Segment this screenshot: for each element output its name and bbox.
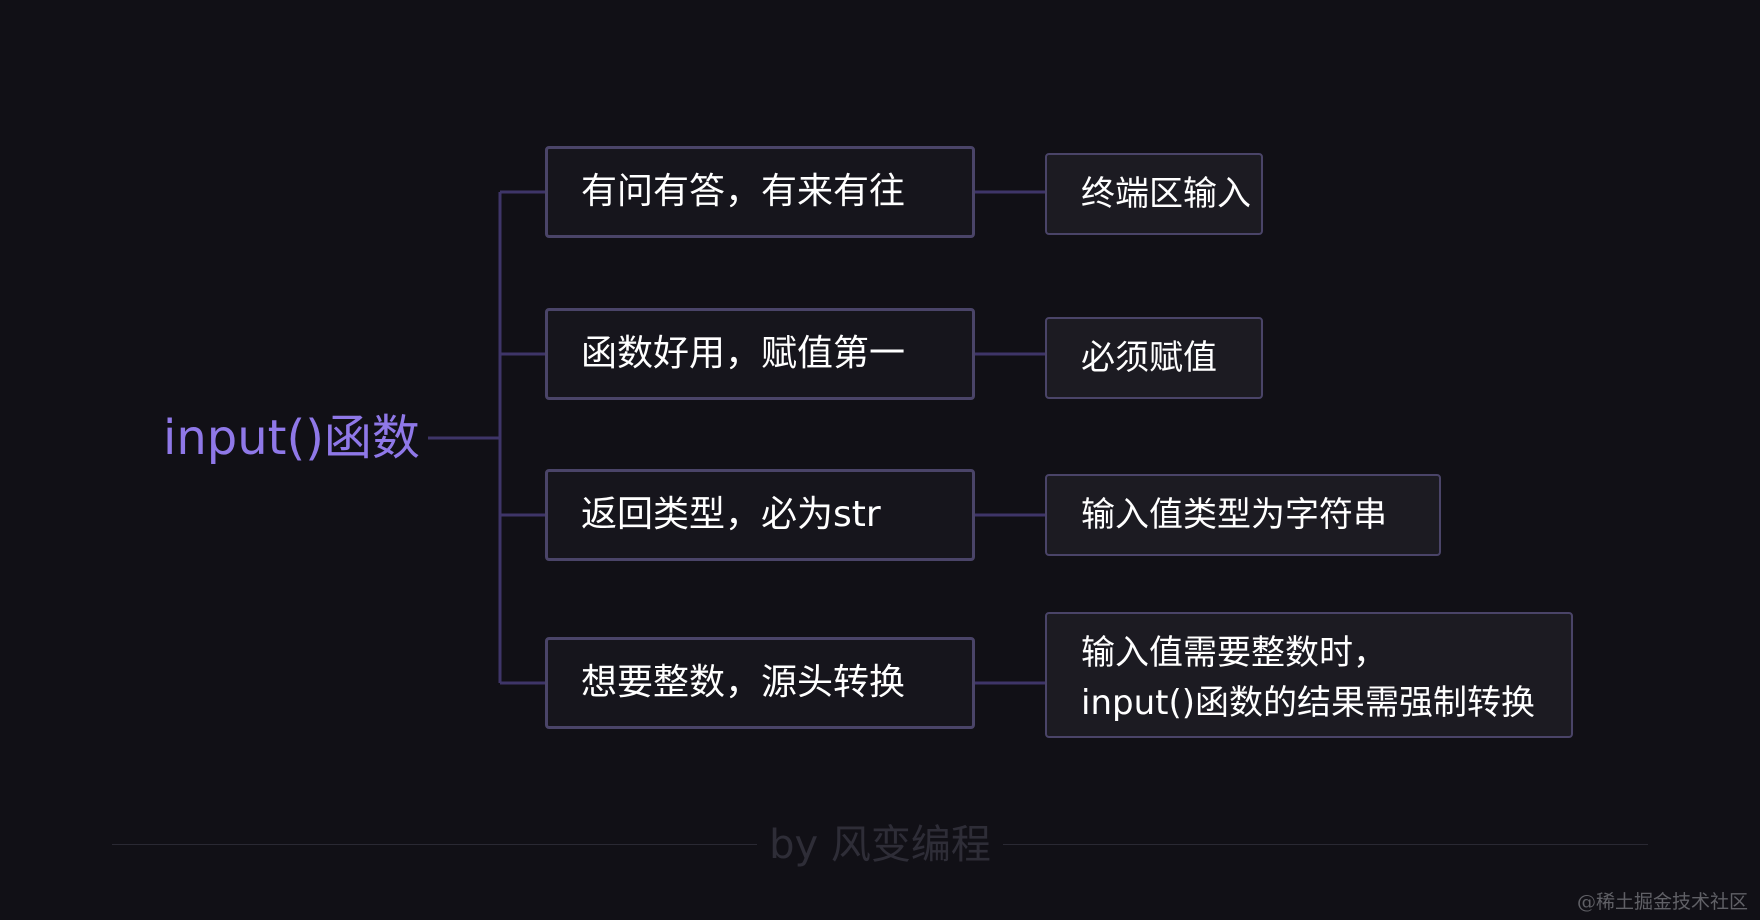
detail-node-4-line-1: 输入值需要整数时， [1081,633,1387,673]
root-node: input()函数 [163,410,420,466]
branch-node-3: 返回类型，必为str [545,469,975,561]
branch-node-1: 有问有答，有来有往 [545,146,975,238]
branch-node-2: 函数好用，赋值第一 [545,308,975,400]
watermark: @稀土掘金技术社区 [1576,891,1748,913]
branch-node-4: 想要整数，源头转换 [545,637,975,729]
detail-node-1: 终端区输入 [1045,153,1263,235]
detail-node-2: 必须赋值 [1045,317,1263,399]
detail-node-4: 输入值需要整数时， input()函数的结果需强制转换 [1045,612,1573,738]
footer-rule-right [1003,844,1648,845]
footer-rule-left [112,844,757,845]
detail-node-3: 输入值类型为字符串 [1045,474,1441,556]
footer-credit: by 风变编程 [769,822,991,868]
detail-node-4-line-2: input()函数的结果需强制转换 [1081,683,1535,723]
